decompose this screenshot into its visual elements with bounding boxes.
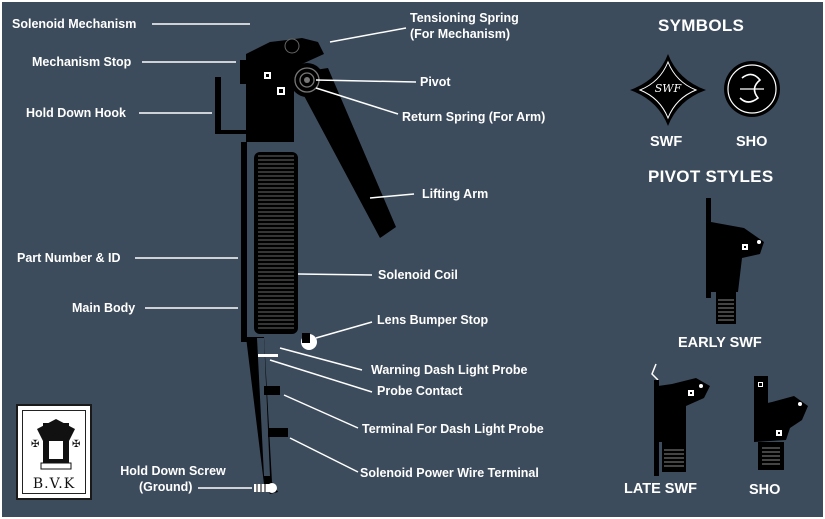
swf-mark-text: SWF bbox=[654, 82, 682, 95]
solenoid-coil bbox=[254, 152, 298, 334]
sho-symbol-label: SHO bbox=[736, 134, 768, 150]
label-tensioning-spring: Tensioning Spring (For Mechanism) bbox=[410, 10, 519, 42]
label-lifting-arm: Lifting Arm bbox=[422, 187, 489, 201]
sho-pivot bbox=[754, 376, 808, 470]
label-solenoid-power-wire-terminal: Solenoid Power Wire Terminal bbox=[360, 466, 539, 480]
label-warning-dash-light-probe: Warning Dash Light Probe bbox=[371, 363, 528, 377]
label-terminal-dash-light-probe: Terminal For Dash Light Probe bbox=[362, 422, 544, 436]
logo-frame: ✠ ✠ bbox=[22, 410, 86, 494]
warning-dash-light-probe bbox=[258, 354, 278, 357]
label-solenoid-mechanism: Solenoid Mechanism bbox=[12, 17, 137, 31]
pivot bbox=[304, 77, 310, 83]
late-swf-label: LATE SWF bbox=[624, 481, 698, 497]
leader-lines bbox=[135, 23, 417, 489]
label-return-spring: Return Spring (For Arm) bbox=[402, 110, 546, 124]
hold-down-screw bbox=[254, 483, 277, 493]
hold-down-hook bbox=[215, 77, 221, 133]
swf-symbol bbox=[630, 54, 706, 126]
coil-windings bbox=[258, 155, 294, 329]
bvk-logo: ✠ ✠ B.V.K bbox=[16, 404, 92, 500]
swf-symbol-label: SWF bbox=[650, 134, 683, 150]
label-pivot: Pivot bbox=[420, 75, 451, 89]
solenoid-part bbox=[215, 38, 396, 494]
symbols-heading: SYMBOLS bbox=[658, 16, 745, 35]
sho-pivot-label: SHO bbox=[749, 482, 781, 498]
label-hold-down-screw-line2: (Ground) bbox=[139, 480, 193, 494]
label-hold-down-screw-line1: Hold Down Screw bbox=[120, 464, 226, 478]
sho-symbol bbox=[724, 61, 780, 117]
label-hold-down-hook: Hold Down Hook bbox=[26, 106, 126, 120]
logo-text: B.V.K bbox=[32, 476, 76, 492]
label-probe-contact: Probe Contact bbox=[377, 384, 463, 398]
label-mechanism-stop: Mechanism Stop bbox=[32, 55, 132, 69]
label-tensioning-spring-line1: Tensioning Spring bbox=[410, 11, 519, 25]
label-hold-down-screw: Hold Down Screw (Ground) bbox=[115, 463, 231, 495]
label-lens-bumper-stop: Lens Bumper Stop bbox=[377, 313, 489, 327]
main-body bbox=[241, 142, 247, 342]
late-swf-pivot bbox=[651, 363, 710, 476]
early-swf-pivot bbox=[706, 198, 764, 324]
svg-text:✠: ✠ bbox=[31, 439, 39, 450]
mechanism-stop bbox=[240, 60, 248, 84]
eagle-emblem-icon: ✠ ✠ bbox=[31, 419, 80, 470]
label-tensioning-spring-line2: (For Mechanism) bbox=[410, 27, 511, 41]
svg-text:✠: ✠ bbox=[72, 439, 80, 450]
lifting-arm bbox=[302, 68, 396, 238]
terminal-dash-light-probe bbox=[264, 386, 280, 395]
solenoid-power-wire-terminal bbox=[268, 428, 288, 437]
pivot-styles-heading: PIVOT STYLES bbox=[648, 167, 774, 186]
early-swf-label: EARLY SWF bbox=[678, 335, 762, 351]
label-solenoid-coil: Solenoid Coil bbox=[378, 268, 458, 282]
label-main-body: Main Body bbox=[72, 301, 136, 315]
tensioning-spring bbox=[284, 38, 300, 54]
label-part-number-id: Part Number & ID bbox=[17, 251, 121, 265]
